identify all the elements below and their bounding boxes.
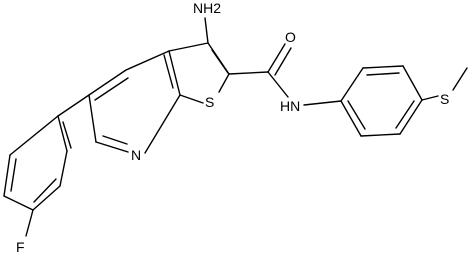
amide-nitrogen-label: HN <box>280 98 300 114</box>
bond <box>303 100 342 106</box>
bond <box>88 69 127 96</box>
bond <box>366 72 400 76</box>
thienopyridine-core <box>88 42 230 154</box>
bond <box>88 94 97 143</box>
methylthio-group: S <box>421 67 468 107</box>
carbonyl-oxygen-label: O <box>285 29 296 45</box>
bond <box>57 94 90 117</box>
fluorine-label: F <box>16 239 25 255</box>
bond <box>95 141 129 153</box>
bond <box>360 133 401 137</box>
bond <box>340 67 364 102</box>
bond <box>204 17 209 44</box>
thioether-sulfur-label: S <box>440 91 449 107</box>
bond <box>402 65 423 101</box>
amino-group: NH2 <box>193 0 221 44</box>
bond <box>218 73 230 93</box>
bond <box>452 67 468 91</box>
ring-sulfur-label: S <box>205 94 214 110</box>
bond <box>3 154 11 197</box>
amino-label: NH2 <box>193 0 221 16</box>
bond <box>94 77 129 101</box>
pyridine-nitrogen-label: N <box>131 147 141 163</box>
bond <box>25 209 34 237</box>
bond <box>421 95 439 101</box>
bond <box>395 100 415 129</box>
bond <box>3 195 34 211</box>
bond <box>168 50 181 96</box>
bond <box>211 49 229 74</box>
bond <box>347 100 366 130</box>
bond <box>57 115 68 152</box>
carboxamide-group: O HN <box>228 29 342 114</box>
bond <box>362 65 404 69</box>
bond <box>274 47 292 76</box>
bond <box>144 94 181 154</box>
bond <box>59 150 68 187</box>
bond <box>163 54 174 89</box>
bond <box>33 178 57 203</box>
bond <box>9 115 59 156</box>
methylthiophenyl-ring <box>340 65 423 137</box>
bond <box>399 99 423 135</box>
bond <box>10 158 17 192</box>
bond <box>102 135 128 145</box>
bond <box>267 71 289 98</box>
bond <box>125 50 170 71</box>
bond <box>267 43 286 73</box>
bond <box>32 185 61 211</box>
fluorophenyl-ring: F <box>3 94 90 255</box>
bond <box>168 42 209 52</box>
bond <box>62 121 72 149</box>
bond <box>179 94 204 104</box>
bond <box>228 71 269 75</box>
bond <box>340 100 362 137</box>
